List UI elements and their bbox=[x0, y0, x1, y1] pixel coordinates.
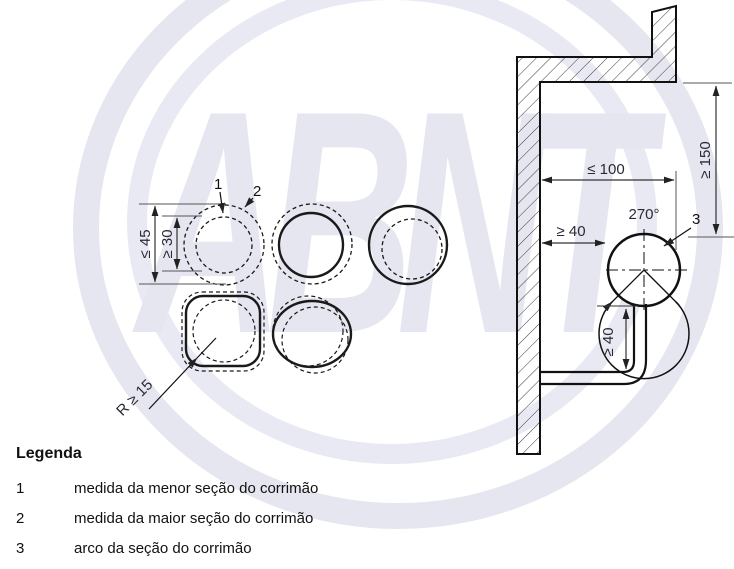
callout-number: 3 bbox=[692, 211, 700, 228]
section-rounded-square bbox=[181, 291, 265, 372]
dimension-wall-clearance: ≥ 40 bbox=[541, 223, 606, 247]
legend-item-label: medida da maior seção do corrimão bbox=[74, 510, 314, 527]
grip-arc-angle-value: 270° bbox=[628, 206, 659, 223]
callout-number: 1 bbox=[214, 176, 222, 193]
watermark-text: ABNT bbox=[130, 44, 667, 399]
dimension-wall-clearance-top: ≤ 100 bbox=[541, 161, 677, 250]
radius-leader-tail bbox=[196, 337, 217, 359]
section-outline bbox=[271, 299, 353, 369]
section-outline bbox=[367, 204, 449, 286]
max-envelope-circle bbox=[183, 204, 265, 286]
dimension-value: ≤ 45 bbox=[137, 229, 154, 258]
grip-arc-270 bbox=[598, 301, 690, 380]
radius-leader-line bbox=[148, 357, 198, 410]
bracket-inner-edge bbox=[540, 304, 636, 374]
section-round-envelope bbox=[183, 204, 265, 286]
callout-1: 1 bbox=[214, 176, 225, 214]
envelope-circle bbox=[271, 203, 353, 285]
dimension-below-clearance: ≥ 40 bbox=[597, 305, 637, 370]
grip-arc-radius-left bbox=[608, 269, 645, 306]
watermark-outer-swoosh bbox=[73, 0, 723, 529]
min-envelope-circle bbox=[195, 216, 253, 274]
dimension-value: ≥ 40 bbox=[556, 223, 585, 240]
legend: Legenda 1 medida da menor seção do corri… bbox=[16, 444, 536, 569]
legend-item-number: 3 bbox=[16, 540, 25, 557]
section-small-round bbox=[271, 203, 353, 285]
legend-title: Legenda bbox=[16, 445, 82, 462]
dimension-value: ≥ 150 bbox=[697, 141, 714, 178]
envelope-circle bbox=[192, 299, 256, 363]
legend-item: 2 medida da maior seção do corrimão bbox=[16, 509, 536, 539]
dimension-max-section: ≤ 45 bbox=[137, 203, 226, 285]
leader-line bbox=[244, 197, 255, 208]
envelope-circle bbox=[381, 218, 443, 280]
legend-item-label: arco da seção do corrimão bbox=[74, 540, 252, 557]
section-elliptical bbox=[271, 295, 353, 374]
legend-item-number: 2 bbox=[16, 510, 25, 527]
callout-2: 2 bbox=[244, 183, 261, 208]
section-outline bbox=[277, 211, 345, 279]
legend-item-number: 1 bbox=[16, 480, 25, 497]
section-large-round bbox=[367, 204, 449, 286]
leader-line bbox=[663, 227, 692, 247]
legend-item: 1 medida da menor seção do corrimão bbox=[16, 479, 536, 509]
callout-number: 2 bbox=[253, 183, 261, 200]
section-outline bbox=[184, 294, 262, 368]
wall-section-hatched bbox=[516, 4, 677, 455]
support-bracket bbox=[540, 304, 648, 386]
wall-mount-figure: ≤ 100 ≥ 150 ≥ 40 270 bbox=[516, 4, 734, 455]
legend-rows: 1 medida da menor seção do corrimão 2 me… bbox=[16, 479, 536, 569]
bracket-outer-edge bbox=[540, 304, 648, 386]
dimension-value: ≤ 100 bbox=[587, 161, 624, 178]
envelope-rounded-square bbox=[181, 291, 265, 372]
watermark-inner-swoosh bbox=[127, 0, 657, 464]
callout-3: 3 bbox=[663, 211, 700, 247]
abnt-watermark: ABNT bbox=[73, 0, 723, 529]
grip-arc-radius-right bbox=[643, 269, 680, 306]
legend-item-label: medida da menor seção do corrimão bbox=[74, 480, 319, 497]
dimension-value: ≥ 40 bbox=[600, 327, 617, 356]
dimension-free-space-above: ≥ 150 bbox=[683, 82, 734, 238]
dimension-min-section: ≥ 30 bbox=[159, 215, 202, 272]
handrail-section: 270° bbox=[598, 206, 690, 380]
envelope-circle-upper bbox=[272, 295, 344, 367]
leader-line bbox=[218, 191, 225, 214]
envelope-circle-lower bbox=[281, 306, 349, 374]
dimension-value: ≥ 30 bbox=[159, 229, 176, 258]
legend-item: 3 arco da seção do corrimão bbox=[16, 539, 536, 569]
